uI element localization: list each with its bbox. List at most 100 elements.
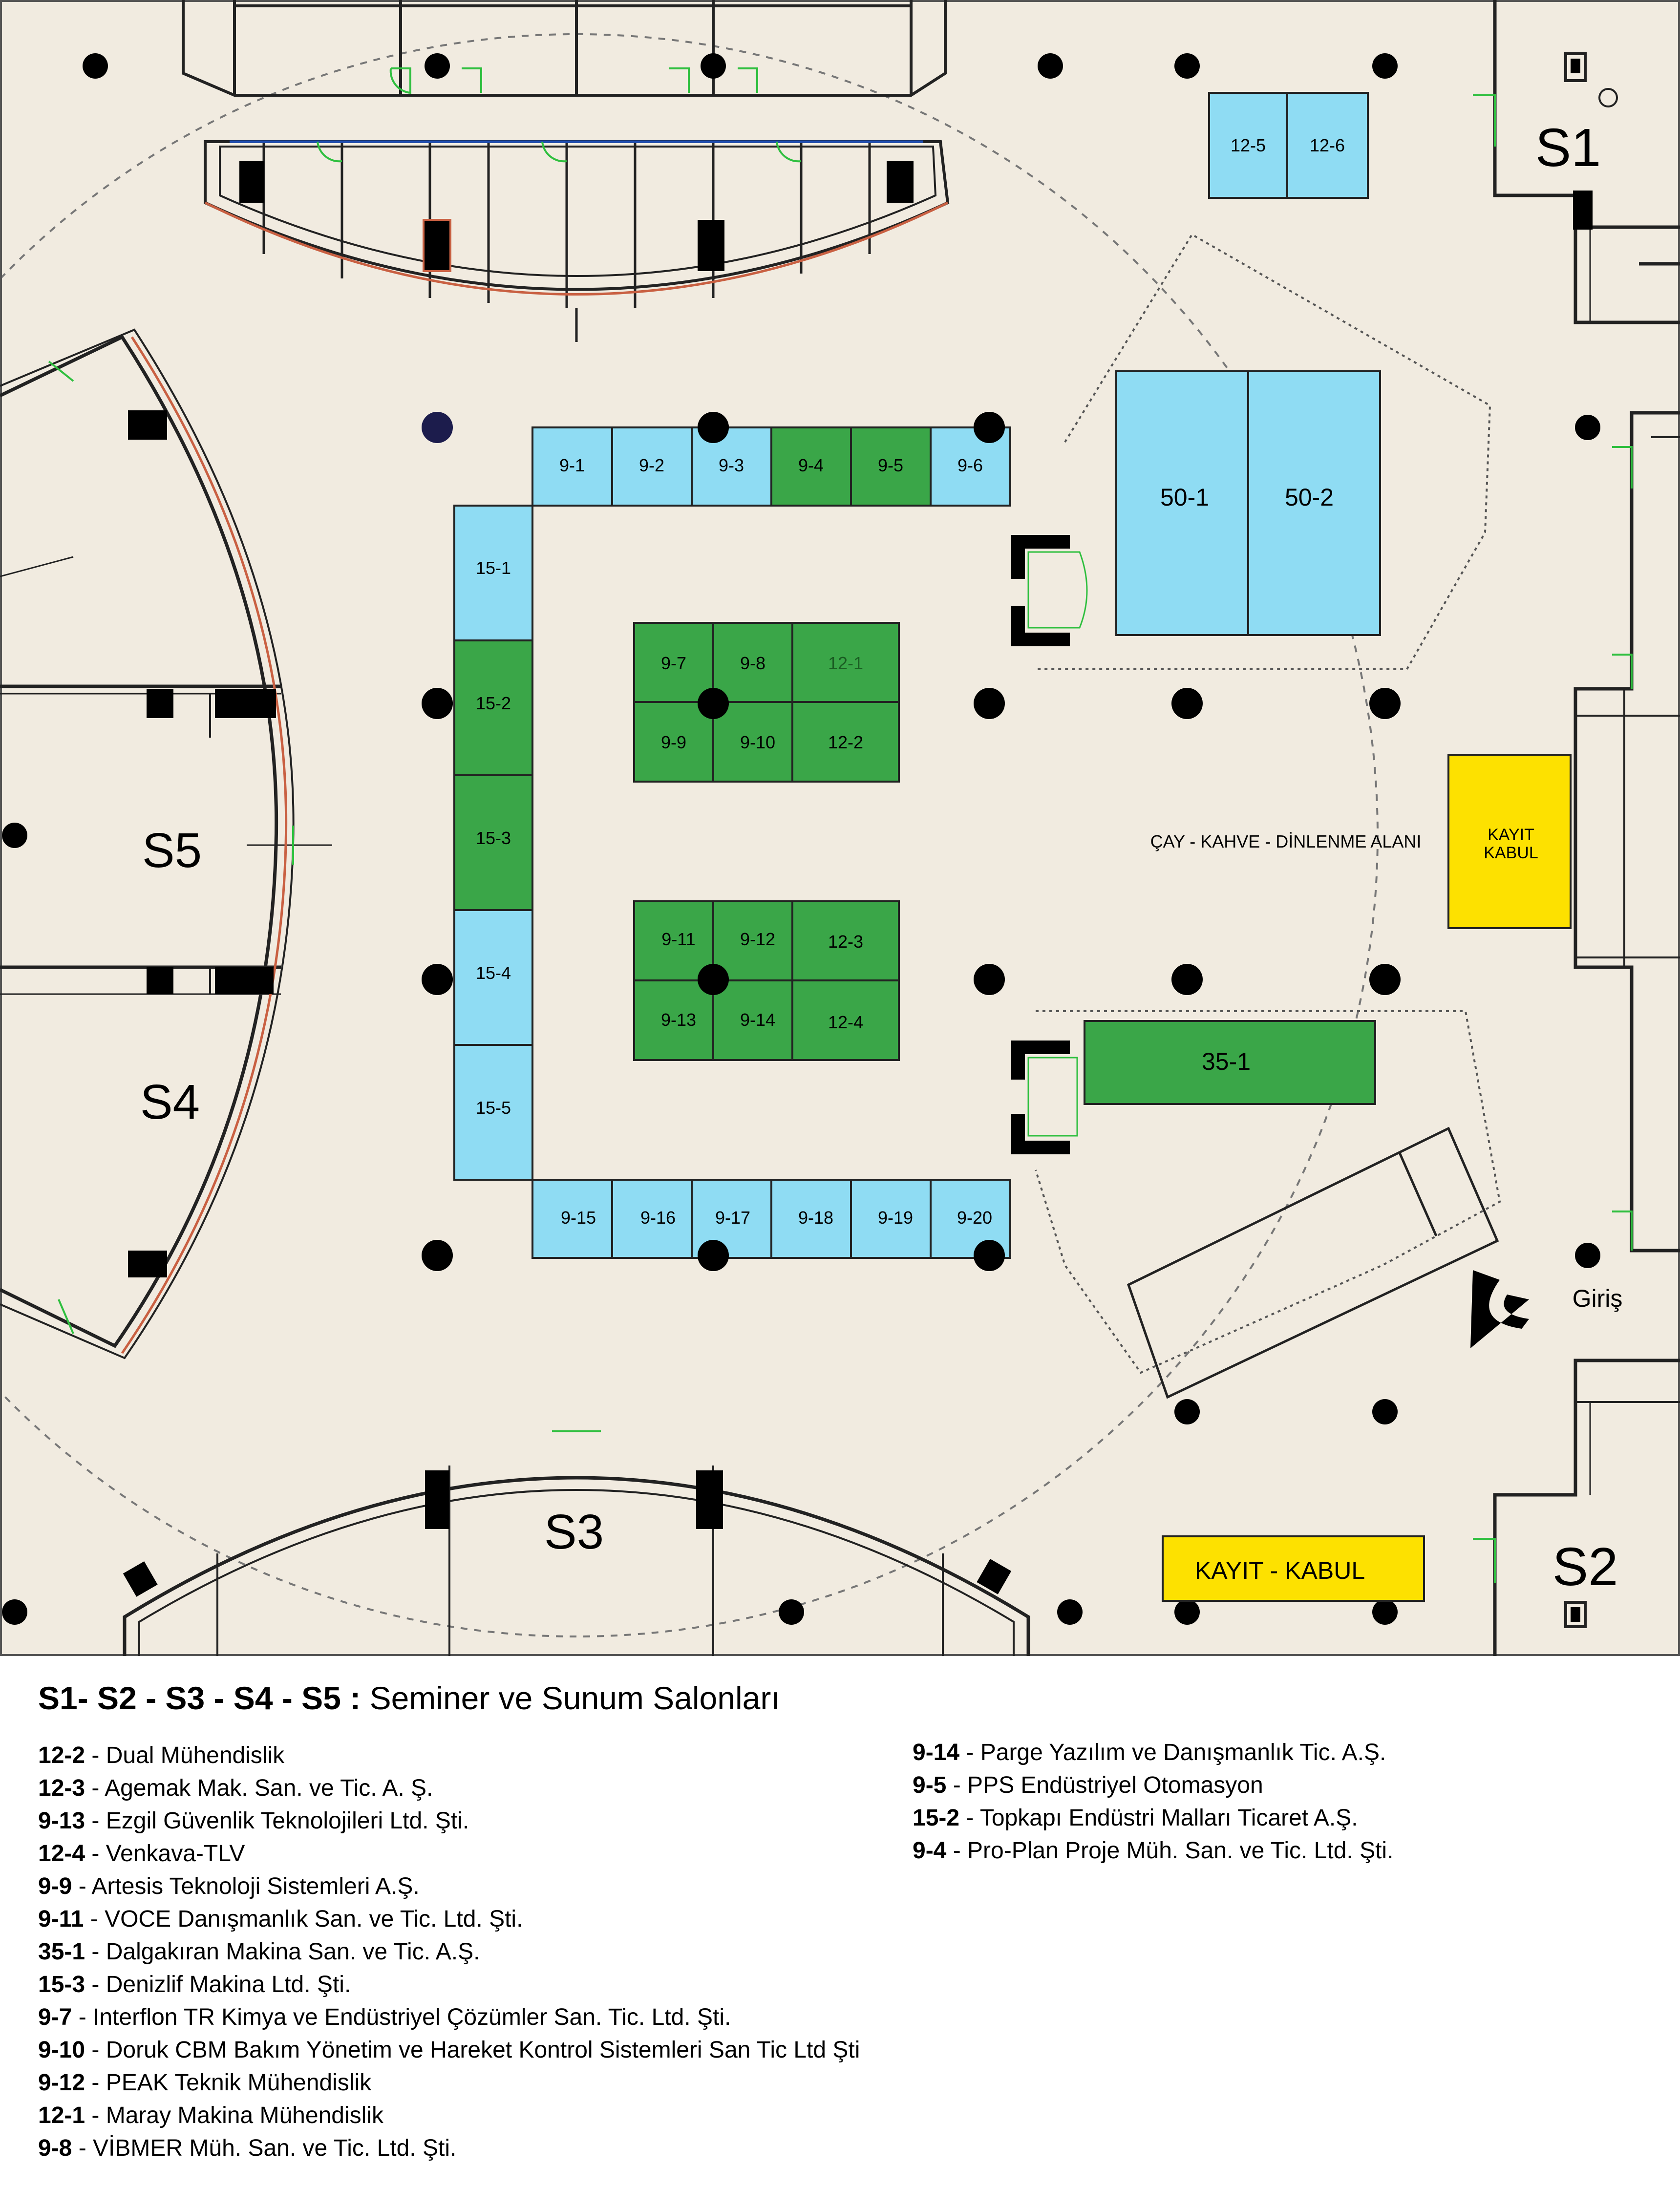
svg-text:9-14: 9-14 [740,1010,775,1030]
floor-plan: S1 S2 S3 S4 S5 [0,0,1680,1656]
left-hall-red-outline [121,336,288,1354]
svg-text:9-16: 9-16 [640,1208,676,1228]
booth-15-5[interactable]: 15-5 [453,1044,533,1181]
svg-text:9-9: 9-9 [661,732,686,752]
hall-label-s2: S2 [1552,1537,1618,1597]
booth-12-5[interactable]: 12-5 [1208,92,1288,199]
entrance-arrow-icon [1470,1270,1529,1348]
svg-text:15-2: 15-2 [476,693,511,713]
svg-text:9-19: 9-19 [878,1208,913,1228]
legend-item: 12-1 - Maray Makina Mühendislik [38,2103,383,2128]
booth-12-6[interactable]: 12-6 [1286,92,1369,199]
booth-9-18[interactable]: 9-18 [770,1179,852,1259]
lounge-label: ÇAY - KAHVE - DİNLENME ALANI [1150,831,1422,851]
legend-title-rest: Seminer ve Sunum Salonları [361,1680,780,1716]
booth-9-4[interactable]: 9-4 [770,426,852,507]
legend-title: S1- S2 - S3 - S4 - S5 : Seminer ve Sunum… [38,1679,780,1717]
booth-9-1[interactable]: 9-1 [532,426,613,507]
small-ring [1598,88,1618,107]
booth-12-2[interactable]: 12-2 [791,701,900,783]
legend-item: 9-7 - Interflon TR Kimya ve Endüstriyel … [38,2004,731,2030]
legend-item: 15-2 - Topkapı Endüstri Malları Ticaret … [913,1805,1358,1831]
booth-12-4[interactable]: 12-4 [791,979,900,1061]
svg-text:9-12: 9-12 [740,929,775,949]
svg-text:12-4: 12-4 [828,1012,863,1032]
svg-text:12-1: 12-1 [828,653,863,673]
svg-text:9-5: 9-5 [878,455,903,475]
legend-item: 9-12 - PEAK Teknik Mühendislik [38,2070,372,2096]
booth-9-2[interactable]: 9-2 [611,426,693,507]
booth-9-12[interactable]: 9-12 [712,900,793,981]
legend-item: 9-14 - Parge Yazılım ve Danışmanlık Tic.… [913,1740,1386,1765]
booth-9-9[interactable]: 9-9 [633,701,714,783]
registration-small-line2: KABUL [1484,844,1538,862]
floor-background [0,0,1680,1656]
booth-9-5[interactable]: 9-5 [850,426,932,507]
svg-text:15-5: 15-5 [476,1098,511,1118]
booth-12-1[interactable]: 12-1 [791,622,900,703]
right-wall-blocks [1564,52,1593,1628]
booth-15-1[interactable]: 15-1 [453,505,533,641]
entrance-ramp [1127,1126,1499,1399]
booth-9-16[interactable]: 9-16 [611,1179,693,1259]
booth-9-10[interactable]: 9-10 [712,701,793,783]
legend-item: 9-5 - PPS Endüstriyel Otomasyon [913,1772,1263,1798]
booth-50-2[interactable]: 50-2 [1247,370,1381,636]
legend-left-column: 12-2 - Dual Mühendislik 12-3 - Agemak Ma… [38,1739,860,2165]
hall-label-s4: S4 [140,1075,200,1129]
legend-item: 35-1 - Dalgakıran Makina San. ve Tic. A.… [38,1939,480,1965]
svg-text:15-1: 15-1 [476,558,511,578]
booth-50-1[interactable]: 50-1 [1115,370,1249,636]
legend-title-bold: S1- S2 - S3 - S4 - S5 : [38,1680,361,1716]
center-columns [698,412,1005,1271]
svg-text:9-8: 9-8 [740,653,766,673]
svg-text:12-5: 12-5 [1231,135,1266,155]
svg-text:50-1: 50-1 [1160,484,1209,511]
svg-text:9-1: 9-1 [559,455,585,475]
booth-9-19[interactable]: 9-19 [850,1179,932,1259]
booth-35-1[interactable]: 35-1 [1084,1020,1376,1105]
booth-15-2[interactable]: 15-2 [453,639,533,776]
svg-text:9-7: 9-7 [661,653,686,673]
booth-9-13[interactable]: 9-13 [633,979,714,1061]
legend-item: 12-3 - Agemak Mak. San. ve Tic. A. Ş. [38,1775,433,1801]
svg-text:12-3: 12-3 [828,932,863,952]
svg-text:9-3: 9-3 [719,455,744,475]
svg-text:9-18: 9-18 [798,1208,833,1228]
entrance-label: Giriş [1573,1285,1623,1312]
door-swings [48,67,1633,1583]
registration-desk-large[interactable]: KAYIT - KABUL [1162,1535,1425,1602]
svg-text:12-6: 12-6 [1310,135,1345,155]
top-hall [182,0,950,308]
bottom-hall-blocks [123,1470,1012,1597]
top-hall-blocks [239,161,914,272]
svg-text:50-2: 50-2 [1285,484,1334,511]
legend [0,1656,1680,2188]
legend-right-column: 9-14 - Parge Yazılım ve Danışmanlık Tic.… [913,1736,1393,1867]
hall-label-s1: S1 [1535,118,1601,178]
plan-border [0,0,1680,1656]
legend-item: 15-3 - Denizlif Makina Ltd. Şti. [38,1972,351,1997]
booth-9-8[interactable]: 9-8 [712,622,793,703]
svg-text:9-15: 9-15 [561,1208,596,1228]
gate-turnstiles [1027,551,1088,1137]
booth-15-3[interactable]: 15-3 [453,774,533,911]
booth-9-14[interactable]: 9-14 [712,979,793,1061]
svg-text:9-13: 9-13 [661,1010,696,1030]
svg-text:9-17: 9-17 [715,1208,750,1228]
svg-text:9-11: 9-11 [661,929,695,949]
booth-9-15[interactable]: 9-15 [532,1179,613,1259]
entry-gates [1011,535,1070,1154]
legend-item: 9-8 - VİBMER Müh. San. ve Tic. Ltd. Şti. [38,2135,457,2161]
legend-item: 9-11 - VOCE Danışmanlık San. ve Tic. Ltd… [38,1906,523,1932]
booth-12-3[interactable]: 12-3 [791,900,900,981]
registration-desk-small[interactable]: KAYIT KABUL [1447,754,1572,929]
legend-item: 9-4 - Pro-Plan Proje Müh. San. ve Tic. L… [913,1838,1394,1864]
svg-text:9-20: 9-20 [957,1208,992,1228]
svg-text:35-1: 35-1 [1202,1048,1251,1075]
left-hall-blocks [128,410,276,1277]
svg-text:15-4: 15-4 [476,963,511,983]
booth-9-7[interactable]: 9-7 [633,622,714,703]
booth-9-11[interactable]: 9-11 [633,900,714,981]
booth-15-4[interactable]: 15-4 [453,909,533,1046]
